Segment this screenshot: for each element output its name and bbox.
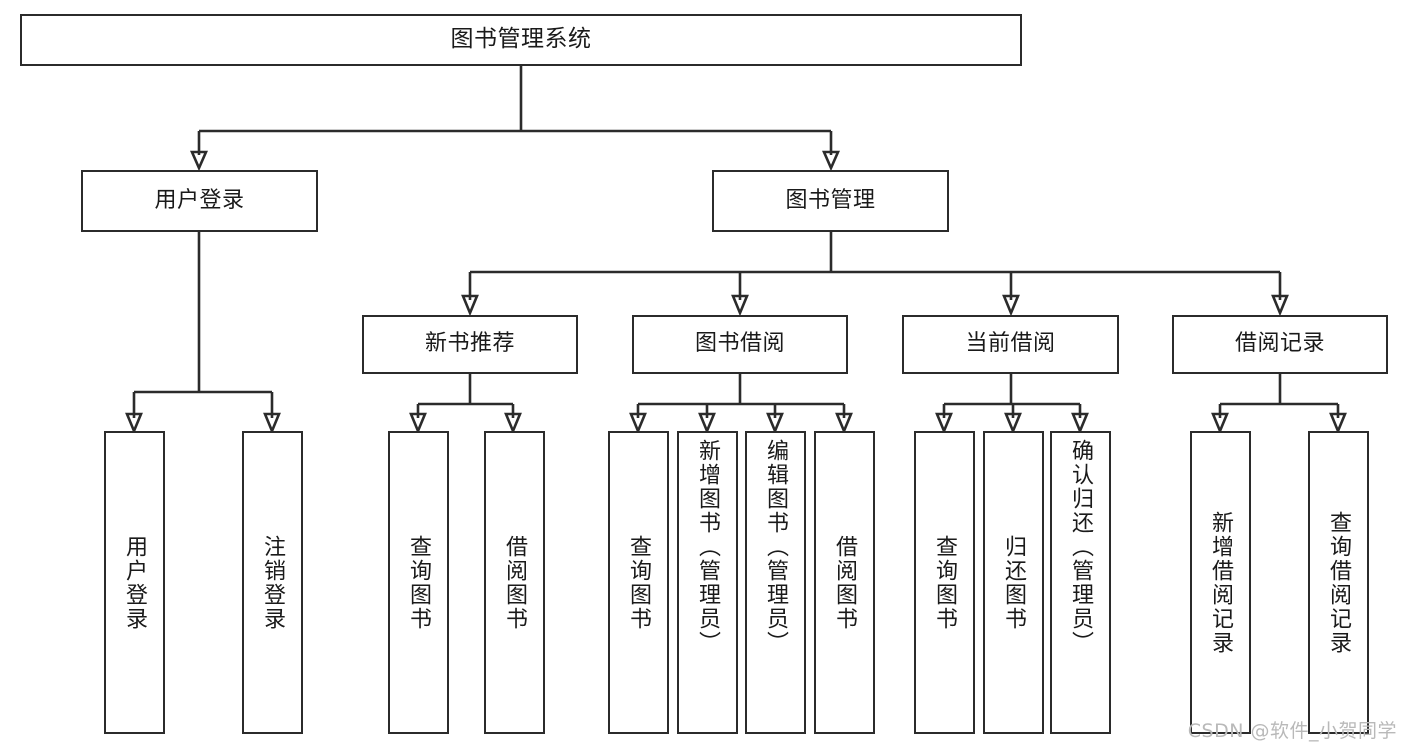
arrowhead-new-book [461, 294, 479, 317]
leaf-confirm-return-admin[interactable]: 确认归还（管理员） [1050, 431, 1111, 734]
node-label: 新增图书（管理员） [695, 439, 721, 655]
node-label: 注销登录 [260, 534, 286, 631]
leaf-query-book-recommend[interactable]: 查询图书 [388, 431, 449, 734]
arrowhead-leaf-logout [263, 412, 281, 435]
node-label: 新增借阅记录 [1208, 510, 1234, 655]
arrowhead-nb-leaf2 [504, 412, 522, 435]
node-label: 查询图书 [626, 534, 652, 631]
leaf-borrow-book[interactable]: 借阅图书 [814, 431, 875, 734]
leaf-query-book-current[interactable]: 查询图书 [914, 431, 975, 734]
leaf-user-login[interactable]: 用户登录 [104, 431, 165, 734]
csdn-watermark: CSDN @软件_小贺同学 [1187, 720, 1397, 742]
arrowhead-br-leaf2 [1329, 412, 1347, 435]
arrowhead-nb-leaf1 [409, 412, 427, 435]
node-label: 归还图书 [1001, 534, 1027, 631]
leaf-edit-book-admin[interactable]: 编辑图书（管理员） [745, 431, 806, 734]
arrowhead-cb-leaf1 [935, 412, 953, 435]
arrowhead-bb-leaf2 [698, 412, 716, 435]
arrowhead-bb-leaf3 [766, 412, 784, 435]
node-new-book-recommend[interactable]: 新书推荐 [362, 315, 578, 374]
node-label: 查询图书 [406, 534, 432, 631]
leaf-query-borrow-record[interactable]: 查询借阅记录 [1308, 431, 1369, 734]
node-label: 用户登录 [154, 187, 245, 213]
node-borrow-record[interactable]: 借阅记录 [1172, 315, 1388, 374]
arrowhead-br-leaf1 [1211, 412, 1229, 435]
node-label: 借阅图书 [832, 534, 858, 631]
arrowhead-current-borrow [1002, 294, 1020, 317]
node-label: 查询借阅记录 [1326, 510, 1352, 655]
leaf-query-book-borrow[interactable]: 查询图书 [608, 431, 669, 734]
node-label: 新书推荐 [424, 331, 515, 357]
arrowhead-book-borrow [731, 294, 749, 317]
node-book-management[interactable]: 图书管理 [712, 170, 949, 232]
node-current-borrow[interactable]: 当前借阅 [902, 315, 1119, 374]
arrowhead-leaf-user-login [125, 412, 143, 435]
node-label: 用户登录 [122, 534, 148, 631]
node-label: 借阅记录 [1234, 331, 1325, 357]
leaf-add-borrow-record[interactable]: 新增借阅记录 [1190, 431, 1251, 734]
node-label: 编辑图书（管理员） [763, 439, 789, 655]
node-label: 图书管理 [785, 187, 876, 213]
node-root-book-management-system[interactable]: 图书管理系统 [20, 14, 1022, 66]
arrowhead-user-login [190, 150, 208, 172]
node-label: 当前借阅 [965, 331, 1056, 357]
arrowhead-bb-leaf1 [629, 412, 647, 435]
arrowhead-bb-leaf4 [835, 412, 853, 435]
node-label: 图书管理系统 [450, 26, 592, 53]
arrowhead-cb-leaf3 [1071, 412, 1089, 435]
node-label: 借阅图书 [502, 534, 528, 631]
node-label: 确认归还（管理员） [1068, 439, 1094, 655]
arrowhead-borrow-record [1271, 294, 1289, 317]
leaf-return-book[interactable]: 归还图书 [983, 431, 1044, 734]
arrowhead-cb-leaf2 [1004, 412, 1022, 435]
arrowhead-book-manage [822, 150, 840, 172]
leaf-add-book-admin[interactable]: 新增图书（管理员） [677, 431, 738, 734]
node-book-borrow[interactable]: 图书借阅 [632, 315, 848, 374]
node-user-login[interactable]: 用户登录 [81, 170, 318, 232]
node-label: 查询图书 [932, 534, 958, 631]
leaf-logout[interactable]: 注销登录 [242, 431, 303, 734]
leaf-borrow-book-recommend[interactable]: 借阅图书 [484, 431, 545, 734]
node-label: 图书借阅 [694, 331, 785, 357]
